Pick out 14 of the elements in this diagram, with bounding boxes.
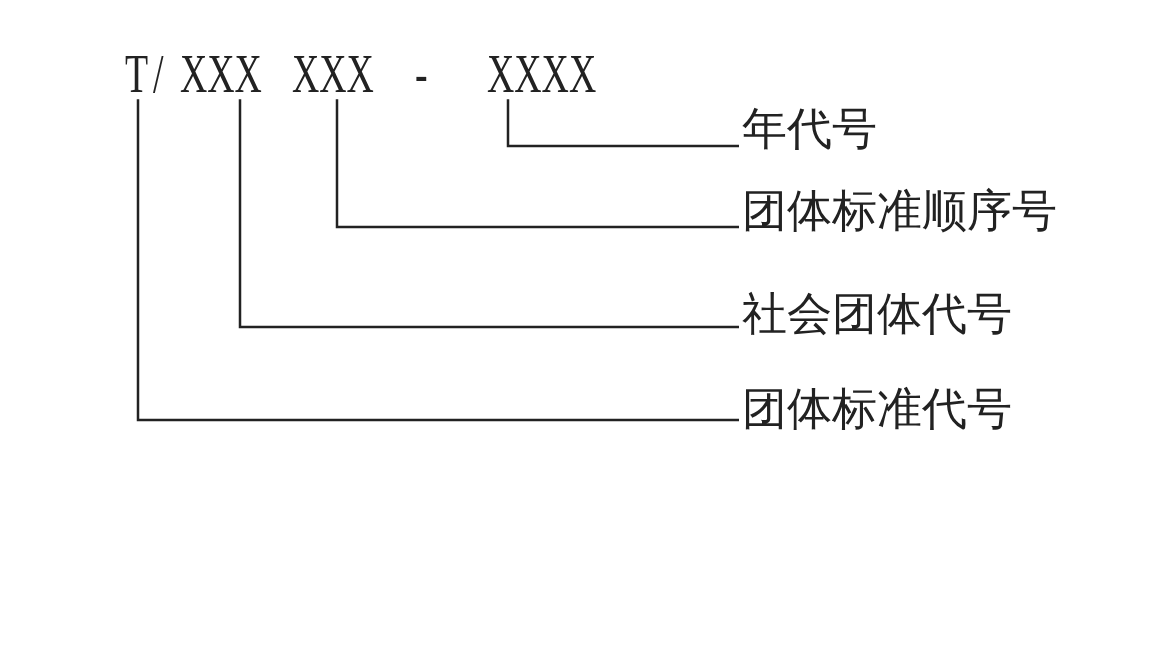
part-label: 年代号 [742, 106, 877, 151]
slash-separator: / [153, 53, 164, 97]
code-label: T [125, 53, 149, 97]
leader-line [238, 99, 739, 329]
leader-line [136, 99, 739, 422]
part-label: 团体标准代号 [742, 386, 1012, 431]
leader-line [506, 99, 739, 148]
code-label: XXXX [487, 53, 597, 97]
part-label: 团体标准顺序号 [742, 188, 1057, 233]
code-label: XXX [180, 53, 262, 97]
part-label: 社会团体代号 [742, 291, 1012, 336]
leader-line [335, 99, 739, 229]
hyphen-separator: - [415, 53, 428, 97]
code-label: XXX [292, 53, 374, 97]
